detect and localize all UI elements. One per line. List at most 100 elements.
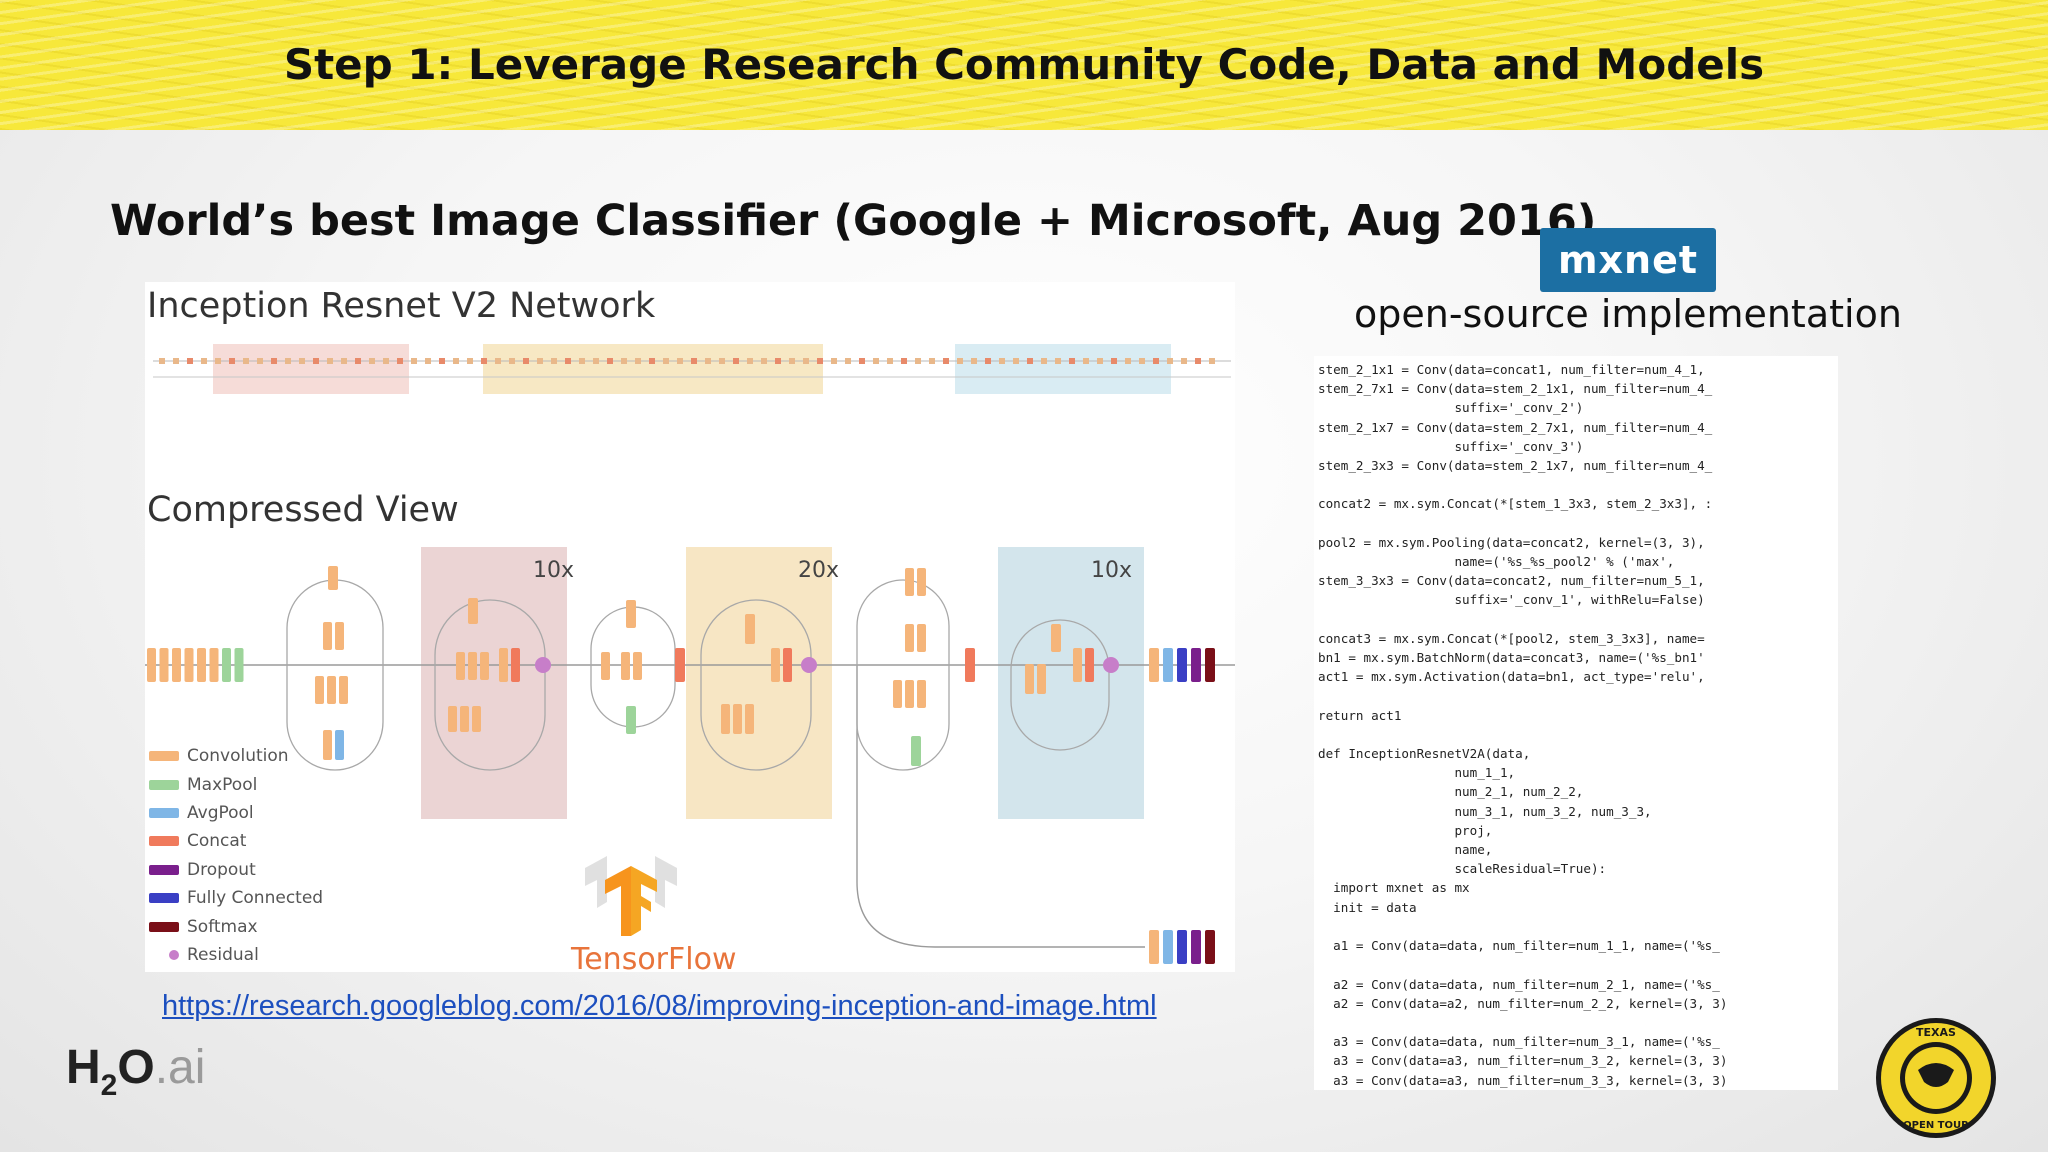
strip-layer-mark <box>481 358 487 364</box>
layer-node <box>893 680 902 708</box>
code-snippet: stem_2_1x1 = Conv(data=concat1, num_filt… <box>1314 356 1838 1090</box>
strip-layer-mark <box>957 358 963 364</box>
strip-layer-mark <box>789 358 795 364</box>
mxnet-logo: mxnet <box>1540 228 1716 292</box>
legend-item: AvgPool <box>149 799 329 827</box>
strip-layer-mark <box>243 358 249 364</box>
strip-layer-mark <box>355 358 361 364</box>
strip-layer-mark <box>187 358 193 364</box>
layer-node <box>733 704 742 734</box>
legend-item: Fully Connected <box>149 884 329 912</box>
strip-layer-mark <box>383 358 389 364</box>
strip-layer-mark <box>313 358 319 364</box>
layer-node <box>745 614 755 644</box>
strip-layer-mark <box>341 358 347 364</box>
layer-node <box>783 648 792 682</box>
strip-layer-mark <box>887 358 893 364</box>
strip-layer-mark <box>523 358 529 364</box>
strip-layer-mark <box>327 358 333 364</box>
strip-layer-mark <box>607 358 613 364</box>
legend-swatch <box>149 921 179 932</box>
strip-layer-mark <box>1209 358 1215 364</box>
strip-layer-mark <box>761 358 767 364</box>
strip-layer-mark <box>845 358 851 364</box>
strip-layer-mark <box>467 358 473 364</box>
legend-swatch <box>169 949 179 960</box>
output-layer-node <box>1191 648 1201 682</box>
block-b-loop <box>700 599 812 771</box>
title-banner: Step 1: Leverage Research Community Code… <box>0 0 2048 130</box>
strip-layer-mark <box>369 358 375 364</box>
layer-node <box>721 704 730 734</box>
input-layer-node <box>234 648 244 682</box>
legend-label: MaxPool <box>187 774 258 795</box>
legend-swatch <box>149 807 179 818</box>
layer-node <box>626 706 636 734</box>
strip-layer-mark <box>859 358 865 364</box>
strip-layer-mark <box>971 358 977 364</box>
layer-node <box>328 566 338 590</box>
legend-item: Convolution <box>149 742 329 770</box>
svg-text:OPEN TOUR: OPEN TOUR <box>1903 1120 1969 1131</box>
strip-layer-mark <box>397 358 403 364</box>
layer-node <box>601 652 610 680</box>
texas-open-tour-badge: TEXAS OPEN TOUR <box>1876 1018 1996 1138</box>
strip-layer-mark <box>1111 358 1117 364</box>
strip-layer-mark <box>943 358 949 364</box>
output-layer-node <box>1163 648 1173 682</box>
layer-node <box>917 680 926 708</box>
multiplier-label-a: 10x <box>533 558 574 583</box>
layer-node <box>1025 664 1034 694</box>
strip-layer-mark <box>1027 358 1033 364</box>
h2o-logo: H2O.ai <box>66 1041 206 1102</box>
code-text: stem_2_1x1 = Conv(data=concat1, num_filt… <box>1318 362 1728 1088</box>
strip-layer-mark <box>705 358 711 364</box>
layer-node <box>335 730 344 760</box>
legend-item: Concat <box>149 827 329 855</box>
slide-title: Step 1: Leverage Research Community Code… <box>283 40 1765 89</box>
layer-node <box>315 676 324 704</box>
implementation-caption: open-source implementation <box>1354 292 1902 336</box>
output-layer-node <box>1149 648 1159 682</box>
layer-node <box>327 676 336 704</box>
strip-layer-mark <box>593 358 599 364</box>
strip-layer-mark <box>999 358 1005 364</box>
layer-node <box>499 648 508 682</box>
input-layer-node <box>159 648 169 682</box>
strip-layer-mark <box>439 358 445 364</box>
strip-layer-mark <box>229 358 235 364</box>
legend-swatch <box>149 779 179 790</box>
strip-layer-mark <box>285 358 291 364</box>
strip-layer-mark <box>495 358 501 364</box>
layer-node <box>905 568 914 596</box>
strip-layer-mark <box>1195 358 1201 364</box>
strip-layer-mark <box>817 358 823 364</box>
strip-layer-mark <box>747 358 753 364</box>
legend-item: Softmax <box>149 912 329 940</box>
layer-node <box>1037 664 1046 694</box>
layer-node <box>468 652 477 680</box>
strip-layer-mark <box>537 358 543 364</box>
layer-node <box>460 706 469 732</box>
strip-layer-mark <box>901 358 907 364</box>
input-layer-node <box>209 648 219 682</box>
strip-layer-mark <box>1041 358 1047 364</box>
layer-node <box>965 648 975 682</box>
input-layer-node <box>147 648 156 682</box>
strip-layer-mark <box>1153 358 1159 364</box>
multiplier-label-b: 20x <box>798 558 839 583</box>
input-layer-node <box>222 648 231 682</box>
source-link[interactable]: https://research.googleblog.com/2016/08/… <box>162 990 1157 1022</box>
multiplier-label-c: 10x <box>1091 558 1132 583</box>
input-layer-node <box>184 648 194 682</box>
inception-diagram: Inception Resnet V2 Network Compressed V… <box>145 282 1235 977</box>
layer-node <box>335 622 344 650</box>
legend-label: Softmax <box>187 916 258 937</box>
layer-node <box>472 706 481 732</box>
legend-label: Fully Connected <box>187 888 324 909</box>
legend-label: Dropout <box>187 859 256 880</box>
legend-label: Residual <box>187 944 259 965</box>
layer-node <box>917 624 926 652</box>
layer-node <box>323 730 332 760</box>
